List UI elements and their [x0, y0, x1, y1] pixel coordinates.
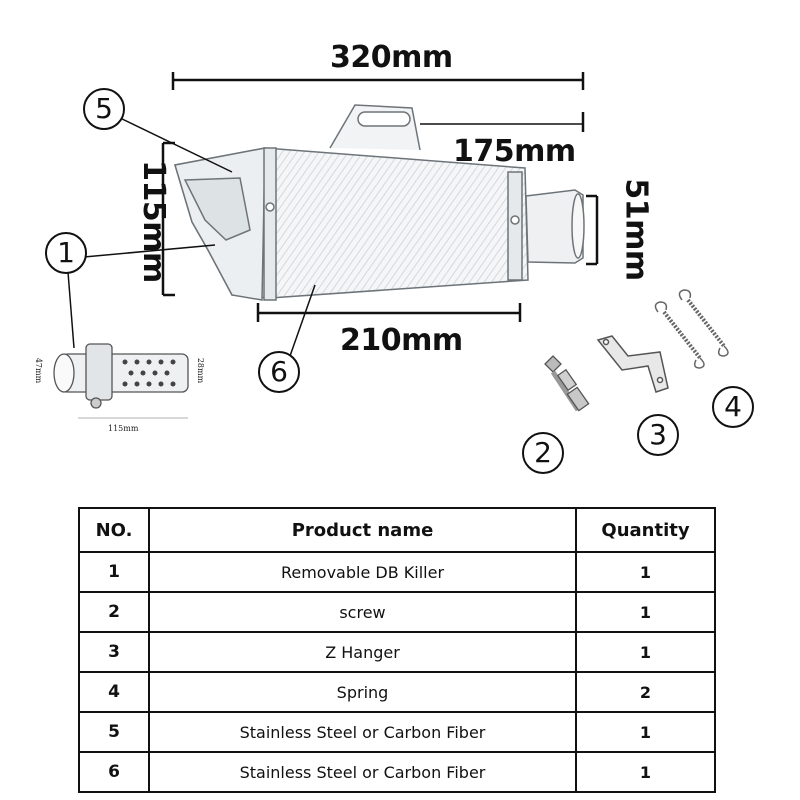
row-quantity: 1 [575, 551, 716, 593]
dim-body-length: 210mm [340, 323, 463, 358]
table-row: 1 Removable DB Killer 1 [78, 551, 716, 593]
header-quantity: Quantity [575, 507, 716, 553]
header-no: NO. [78, 507, 150, 553]
row-product-name: Stainless Steel or Carbon Fiber [148, 751, 577, 793]
row-no: 2 [78, 591, 150, 633]
row-no: 6 [78, 751, 150, 793]
row-quantity: 1 [575, 631, 716, 673]
exhaust-diagram [53, 72, 729, 419]
leader-lines [67, 116, 316, 357]
insert-outlet-dim: 28mm [196, 357, 206, 384]
dimension-lines [161, 72, 599, 322]
callout-5: 5 [83, 88, 125, 130]
spring-drawing [654, 289, 729, 369]
row-product-name: Stainless Steel or Carbon Fiber [148, 711, 577, 753]
dim-hanger-distance: 175mm [453, 134, 576, 169]
table-row: 4 Spring 2 [78, 671, 716, 713]
table-row: 2 screw 1 [78, 591, 716, 633]
dim-body-height: 115mm [135, 160, 171, 283]
insert-length-dim: 115mm [108, 424, 139, 433]
row-no: 3 [78, 631, 150, 673]
table-row: 5 Stainless Steel or Carbon Fiber 1 [78, 711, 716, 753]
callout-6: 6 [258, 351, 300, 393]
row-quantity: 1 [575, 591, 716, 633]
insert-inlet-dim: 47mm [34, 357, 44, 384]
callout-4: 4 [712, 386, 754, 428]
row-product-name: Spring [148, 671, 577, 713]
callout-1: 1 [45, 232, 87, 274]
row-product-name: screw [148, 591, 577, 633]
row-quantity: 2 [575, 671, 716, 713]
table-header-row: NO. Product name Quantity [78, 507, 716, 553]
row-no: 5 [78, 711, 150, 753]
muffler-drawing [174, 104, 585, 301]
row-quantity: 1 [575, 751, 716, 793]
z-hanger-drawing [596, 335, 669, 393]
dim-overall-length: 320mm [330, 40, 453, 75]
row-no: 1 [78, 551, 150, 593]
db-killer-drawing [53, 343, 189, 419]
row-no: 4 [78, 671, 150, 713]
screw-drawing [544, 355, 590, 412]
callout-2: 2 [522, 432, 564, 474]
row-product-name: Removable DB Killer [148, 551, 577, 593]
row-quantity: 1 [575, 711, 716, 753]
row-product-name: Z Hanger [148, 631, 577, 673]
dim-outlet-diameter: 51mm [618, 178, 654, 281]
table-row: 6 Stainless Steel or Carbon Fiber 1 [78, 751, 716, 793]
parts-table: NO. Product name Quantity 1 Removable DB… [78, 507, 716, 793]
header-product-name: Product name [148, 507, 577, 553]
callout-3: 3 [637, 414, 679, 456]
table-row: 3 Z Hanger 1 [78, 631, 716, 673]
